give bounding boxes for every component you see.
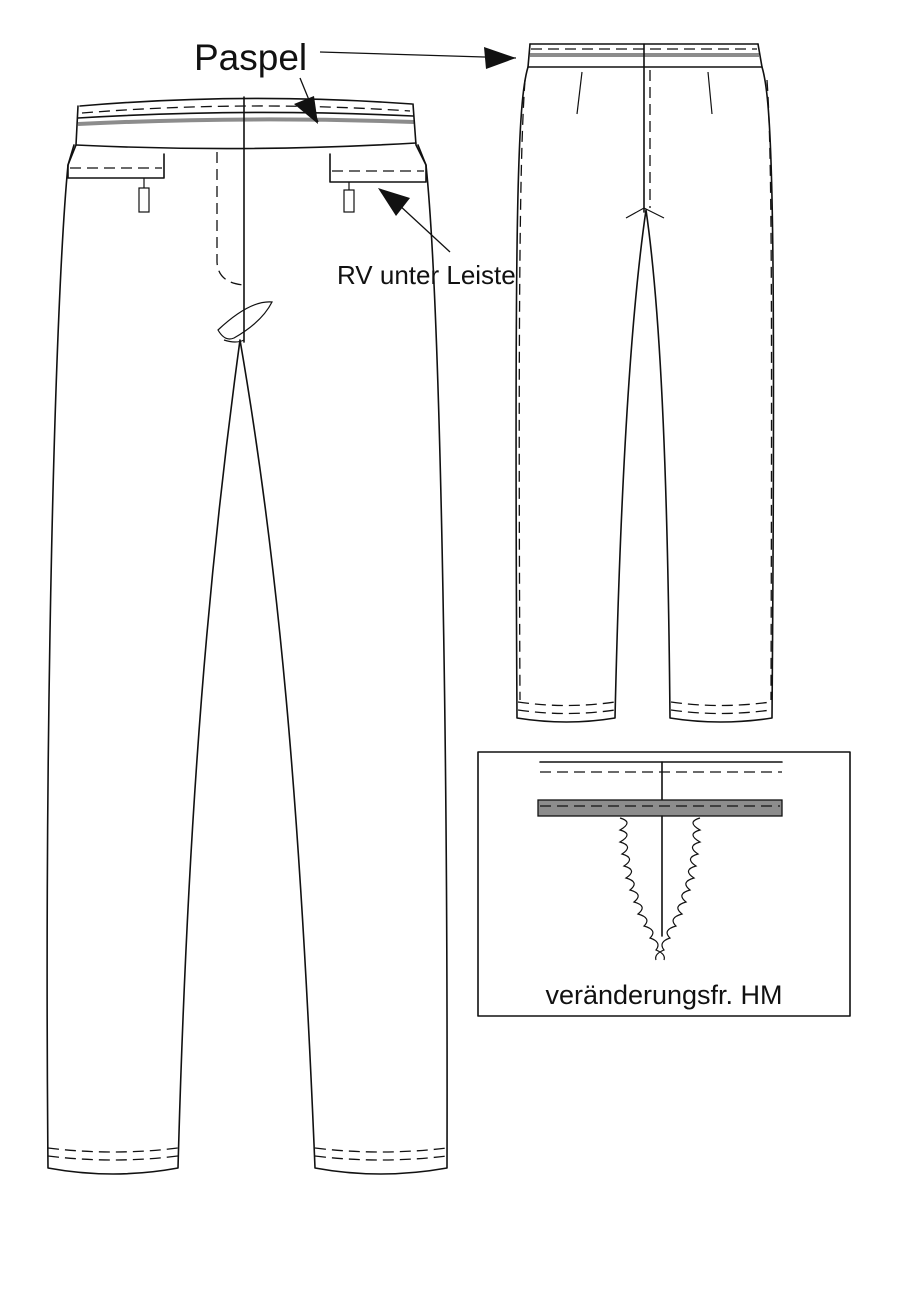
front-outline	[46, 103, 448, 1175]
front-waistband-bottom	[75, 142, 417, 150]
back-right-hem-stitch-2	[670, 709, 772, 715]
paspel-arrowhead-front	[294, 96, 318, 124]
front-left-hem-stitch-2	[47, 1155, 179, 1161]
front-button-loop	[217, 301, 273, 340]
back-right-hem-stitch-1	[670, 701, 772, 707]
front-right-hem-stitch-2	[314, 1155, 448, 1161]
front-left-zipper-pull	[138, 178, 150, 213]
annotations: Paspel RV unter Leiste	[194, 37, 517, 290]
front-waistband-stitch	[81, 105, 411, 114]
front-right-hem-stitch-1	[314, 1147, 448, 1153]
front-waistband-top	[79, 97, 413, 107]
front-crotch-curve	[223, 339, 245, 343]
back-left-side-stitch	[518, 79, 526, 701]
hem-detail-inset: veränderungsfr. HM	[477, 751, 851, 1017]
front-left-pocket-welt	[67, 144, 165, 179]
back-outline	[515, 43, 775, 723]
paspel-label: Paspel	[194, 37, 307, 78]
front-view-trousers	[46, 96, 448, 1175]
back-center-arrow	[625, 207, 665, 219]
paspel-arrowhead-back	[484, 47, 516, 69]
zipper-note-label: RV unter Leiste	[337, 260, 516, 290]
back-right-dart	[707, 71, 713, 115]
front-fly-stitch	[216, 152, 245, 286]
back-view-trousers	[515, 43, 775, 723]
detail-left-ruffle	[618, 817, 665, 961]
front-right-zipper-pull	[343, 182, 355, 213]
zipper-note-arrowhead	[378, 188, 410, 216]
back-left-hem-stitch-2	[517, 709, 616, 715]
zipper-note-arrow	[397, 203, 451, 253]
paspel-arrow-to-back	[319, 51, 517, 59]
front-piping	[77, 117, 415, 126]
front-waistband-lower	[77, 111, 414, 119]
front-right-pocket-welt	[329, 144, 427, 183]
detail-caption: veränderungsfr. HM	[545, 980, 782, 1010]
back-left-dart	[576, 71, 583, 115]
detail-frame	[477, 751, 851, 1017]
detail-piping-band	[537, 799, 783, 817]
detail-right-ruffle	[655, 817, 702, 961]
back-right-side-stitch	[766, 79, 773, 701]
back-left-hem-stitch-1	[517, 701, 616, 707]
front-left-hem-stitch-1	[47, 1147, 179, 1153]
